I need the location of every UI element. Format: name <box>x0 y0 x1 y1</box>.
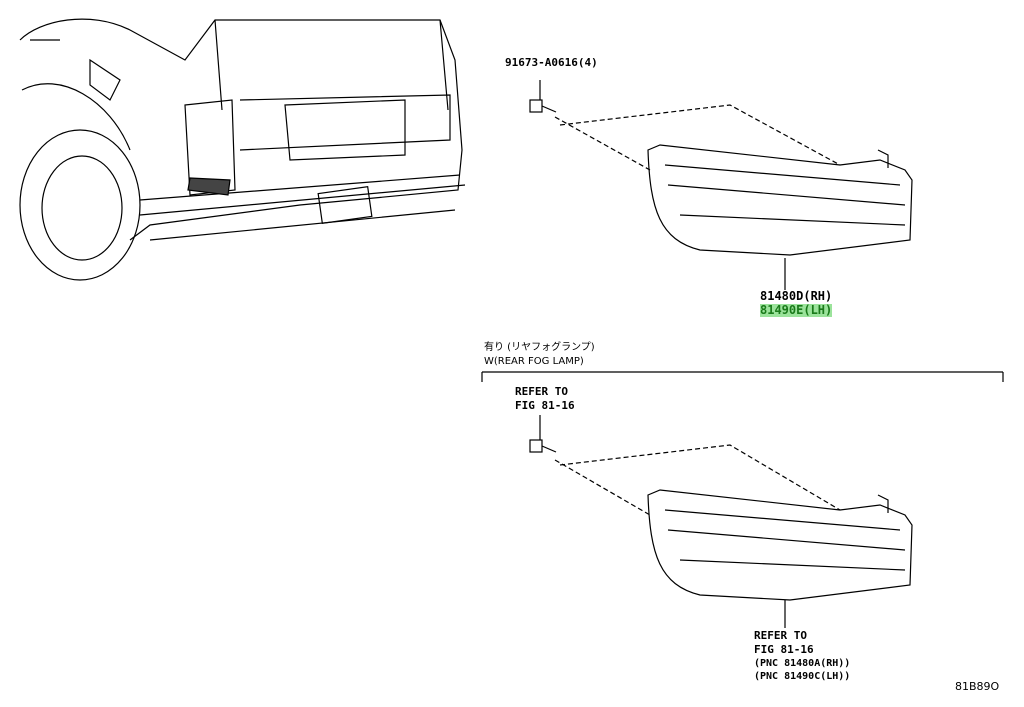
bolt-ref-link[interactable]: FIG 81-16 <box>515 399 575 412</box>
tail-lamp-illustration <box>529 80 913 290</box>
bolt-part-number[interactable]: 91673-A0616(4) <box>505 56 598 69</box>
pnc-rh[interactable]: (PNC 81480A(RH)) <box>754 658 851 669</box>
fog-lamp-heading-en: W(REAR FOG LAMP) <box>484 356 584 367</box>
lamp-ref-link[interactable]: FIG 81-16 <box>754 643 814 656</box>
diagram-code: 81B89O <box>955 680 1000 693</box>
tail-lamp-fog-illustration <box>529 415 913 628</box>
vehicle-rear-illustration <box>19 18 466 281</box>
lamp-rh-part-number[interactable]: 81480D(RH) <box>760 289 833 303</box>
lamp-ref-line1: REFER TO <box>754 629 807 642</box>
lamp-lh-part-number[interactable]: 81490E(LH) <box>760 303 833 317</box>
pnc-lh[interactable]: (PNC 81490C(LH)) <box>754 671 851 682</box>
fog-lamp-heading-jp: 有り (リヤフォグランプ) <box>484 342 595 353</box>
bolt-ref-line1: REFER TO <box>515 385 568 398</box>
